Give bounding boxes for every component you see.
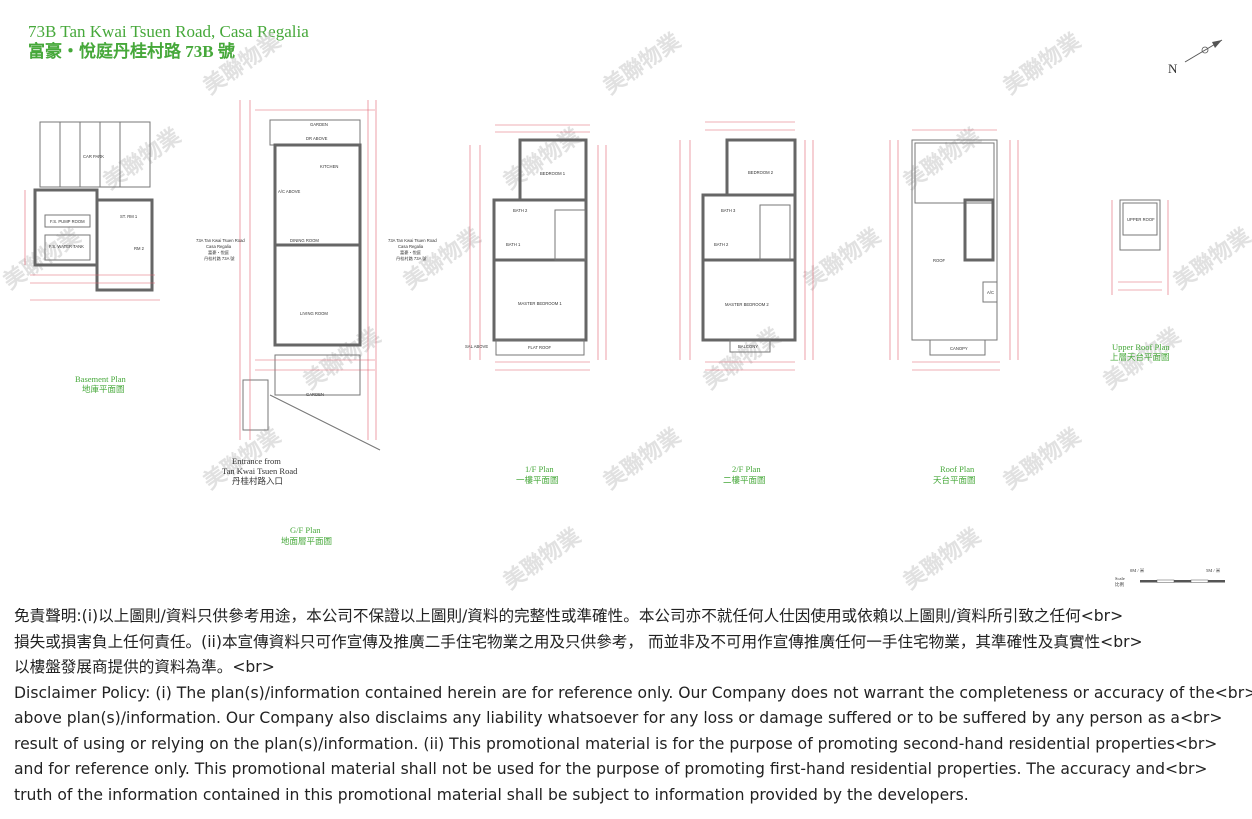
room-label: MASTER BEDROOM 2 <box>725 302 769 307</box>
room-label: MASTER BEDROOM 1 <box>518 301 562 306</box>
disclaimer-line: above plan(s)/information. Our Company a… <box>14 709 1223 727</box>
disclaimer: 免責聲明:(i)以上圖則/資料只供參考用途，本公司不保證以上圖則/資料的完整性或… <box>14 604 1252 808</box>
entrance-label-zh: 丹桂村路入口 <box>232 476 283 486</box>
room-label: SAL ABOVE <box>465 344 488 349</box>
room-label: BEDROOM 1 <box>540 171 566 176</box>
room-label: ROOF <box>933 258 946 263</box>
disclaimer-line: 以樓盤發展商提供的資料為準。<br> <box>14 658 275 676</box>
title-en: 73B Tan Kwai Tsuen Road, Casa Regalia <box>28 22 309 41</box>
disclaimer-line: 損失或損害負上任何責任。(ii)本宣傳資料只可作宣傳及推廣二手住宅物業之用及只供… <box>14 632 1143 651</box>
watermark-text: 美聯物業 <box>999 423 1086 495</box>
room-label: CANOPY <box>950 346 968 351</box>
roof-plan: ROOF A/C CANOPY Roof Plan 天台平面圖 <box>889 129 1019 485</box>
basement-plan-label-en: Basement Plan <box>75 374 127 384</box>
2f-plan-label-en: 2/F Plan <box>732 464 761 474</box>
side-note: Casa Regalia <box>206 244 232 249</box>
watermark-text: 美聯物業 <box>99 123 186 195</box>
room-label: BALCONY <box>738 344 758 349</box>
side-note: 73A Tan Kwai Tsuen Road <box>196 238 245 243</box>
upper-roof-plan-label-en: Upper Roof Plan <box>1112 342 1170 352</box>
room-label: ST. RM 1 <box>120 214 138 219</box>
room-label: A/C <box>987 290 994 295</box>
room-label: F.S. WATER TANK <box>49 244 84 249</box>
disclaimer-line: result of using or relying on the plan(s… <box>14 734 1218 753</box>
watermark-text: 美聯物業 <box>699 323 786 395</box>
scale-right-label: 5M / 米 <box>1206 567 1221 574</box>
watermark-text: 美聯物業 <box>0 223 86 295</box>
upper-roof-plan-label-zh: 上層天台平面圖 <box>1110 352 1170 362</box>
watermark-text: 美聯物業 <box>999 28 1086 100</box>
watermark-text: 美聯物業 <box>499 123 586 195</box>
gf-plan-label-zh: 地面層平面圖 <box>281 536 332 546</box>
roof-plan-label-en: Roof Plan <box>940 464 975 474</box>
basement-plan: CAR PARK F.S. PUMP ROOM F.S. WATER TANK … <box>24 121 160 394</box>
room-label: GARDEN <box>310 122 328 127</box>
1f-plan-label-en: 1/F Plan <box>525 464 554 474</box>
room-label: DR ABOVE <box>306 136 328 141</box>
room-label: BATH 2 <box>714 242 729 247</box>
watermark-layer: 美聯物業 美聯物業 美聯物業 美聯物業 美聯物業 美聯物業 美聯物業 美聯物業 … <box>0 28 1252 595</box>
side-note: 富豪・悅庭 <box>208 249 230 256</box>
room-label: A/C ABOVE <box>278 189 301 194</box>
floor-plan-area: 73B Tan Kwai Tsuen Road, Casa Regalia 富豪… <box>0 22 1252 595</box>
gf-plan: GARDEN DR ABOVE KITCHEN A/C ABOVE DINING… <box>196 100 437 546</box>
1f-plan-label-zh: 一樓平面圖 <box>516 475 559 485</box>
room-label: RM 2 <box>134 246 145 251</box>
disclaimer-line: 免責聲明:(i)以上圖則/資料只供參考用途，本公司不保證以上圖則/資料的完整性或… <box>14 607 1124 625</box>
floor-plan-drawing: 73B Tan Kwai Tsuen Road, Casa Regalia 富豪… <box>0 22 1252 595</box>
roof-plan-label-zh: 天台平面圖 <box>933 475 976 485</box>
north-label: N <box>1168 61 1178 76</box>
entrance-label-en: Entrance from <box>232 456 281 466</box>
room-label: KITCHEN <box>320 164 338 169</box>
2f-plan-label-zh: 二樓平面圖 <box>723 475 766 485</box>
title-zh: 富豪・悅庭丹桂村路 73B 號 <box>28 41 235 61</box>
room-label: UPPER ROOF <box>1127 217 1155 222</box>
disclaimer-line: and for reference only. This promotional… <box>14 760 1208 778</box>
room-label: BEDROOM 2 <box>748 170 774 175</box>
basement-plan-label-zh: 地庫平面圖 <box>82 384 125 394</box>
room-label: BATH 1 <box>506 242 521 247</box>
watermark-text: 美聯物業 <box>899 523 986 595</box>
upper-roof-plan: UPPER ROOF Upper Roof Plan 上層天台平面圖 <box>1110 199 1170 362</box>
watermark-text: 美聯物業 <box>1169 223 1252 295</box>
1f-plan: BEDROOM 1 BATH 2 BATH 1 MASTER BEDROOM 1… <box>465 124 607 485</box>
disclaimer-line: Disclaimer Policy: (i) The plan(s)/infor… <box>14 683 1252 702</box>
north-arrow-icon: N <box>1168 39 1223 76</box>
room-label: GARDEN <box>306 392 324 397</box>
2f-plan: BEDROOM 2 BATH 3 BATH 2 MASTER BEDROOM 2… <box>679 121 814 485</box>
side-note: 丹桂村路 73A 號 <box>396 255 427 262</box>
gf-plan-label-en: G/F Plan <box>290 525 321 535</box>
scale-label-zh: 比例 <box>1115 581 1124 588</box>
disclaimer-line: truth of the information contained in th… <box>14 785 969 804</box>
side-note: 丹桂村路 73A 號 <box>204 255 235 262</box>
room-label: F.S. PUMP ROOM <box>50 219 85 224</box>
watermark-text: 美聯物業 <box>799 223 886 295</box>
room-label: LIVING ROOM <box>300 311 328 316</box>
watermark-text: 美聯物業 <box>499 523 586 595</box>
scale-left-label: 0M / 米 <box>1130 567 1145 574</box>
watermark-text: 美聯物業 <box>599 28 686 100</box>
watermark-text: 美聯物業 <box>599 423 686 495</box>
room-label: DINING ROOM <box>290 238 319 243</box>
side-note: Casa Regalia <box>398 244 424 249</box>
side-note: 富豪・悅庭 <box>400 249 422 256</box>
room-label: BATH 2 <box>513 208 528 213</box>
room-label: FLAT ROOF <box>528 345 552 350</box>
room-label: CAR PARK <box>83 154 104 159</box>
room-label: BATH 3 <box>721 208 736 213</box>
watermark-text: 美聯物業 <box>299 323 386 395</box>
side-note: 73A Tan Kwai Tsuen Road <box>388 238 437 243</box>
scale-label-en: Scale <box>1115 576 1125 581</box>
scale-bar: 0M / 米 5M / 米 Scale 比例 <box>1115 567 1225 588</box>
entrance-label-en: Tan Kwai Tsuen Road <box>222 466 298 476</box>
